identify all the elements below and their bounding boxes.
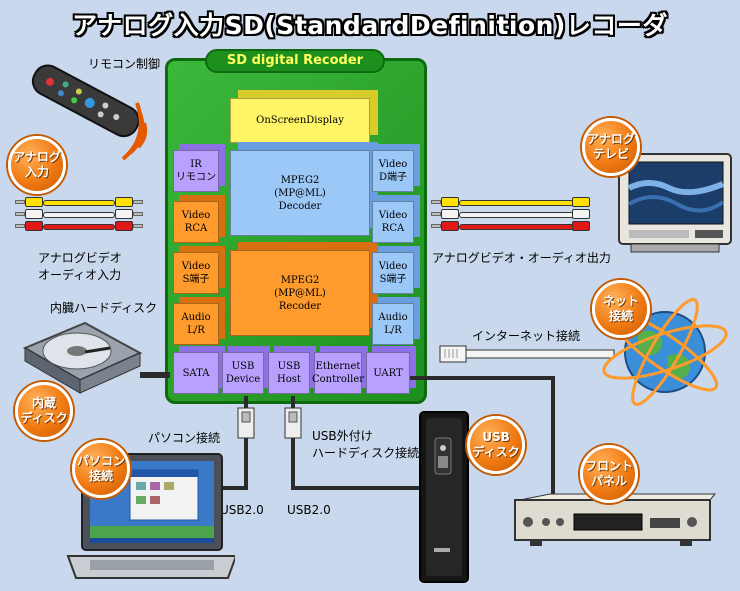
ir-remote-block: IR リモコン [173, 150, 219, 192]
analog-tv-icon [618, 153, 732, 253]
external-usb-disk-icon [419, 411, 469, 583]
usb-host-label: USB Host [277, 361, 301, 385]
hard-disk-icon [22, 321, 143, 394]
video-d-out-label: Video D端子 [378, 159, 408, 183]
usb-device-stub [244, 396, 248, 416]
video-d-out-block: Video D端子 [372, 150, 414, 192]
diagram-title: アナログ入力SD(StandardDefinition)レコーダ [72, 11, 668, 40]
video-rca-in-block: Video RCA [173, 201, 219, 243]
ir-remote-label: IR リモコン [176, 159, 216, 183]
sata-cable [140, 372, 170, 378]
usb-plugs-icon [237, 407, 302, 439]
ethernet-controller-label: Ethernet Controller [311, 361, 365, 385]
pc-connect-label: パソコン接続 [148, 431, 221, 445]
pc-connect-badge: パソコン 接続 [72, 440, 130, 498]
uart-block: UART [366, 352, 410, 394]
internal-disk-badge: 内蔵 ディスク [15, 382, 73, 440]
analog-input-cables [15, 197, 165, 238]
mpeg2-decoder-block: MPEG2 (MP@ML) Decoder [230, 150, 370, 236]
analog-av-out-label: アナログビデオ・オーディオ出力 [432, 251, 611, 265]
video-rca-out-block: Video RCA [372, 201, 414, 243]
usb20-label-b: USB2.0 [287, 503, 331, 517]
usb-device-block: USB Device [222, 352, 264, 394]
remote-label: リモコン制御 [88, 57, 161, 71]
video-s-out-block: Video S端子 [372, 252, 414, 294]
ethernet-controller-block: Ethernet Controller [311, 352, 365, 394]
usb-cables [220, 438, 425, 490]
audio-in-block: Audio L/R [173, 303, 219, 345]
osd-block: OnScreenDisplay [230, 98, 370, 143]
analog-av-in-label: アナログビデオ オーディオ入力 [38, 251, 122, 282]
remote-control-icon [31, 64, 148, 161]
audio-in-label: Audio L/R [181, 312, 211, 336]
analog-tv-badge: アナログ テレビ [582, 118, 640, 176]
video-s-in-block: Video S端子 [173, 252, 219, 294]
video-rca-in-label: Video RCA [181, 210, 211, 234]
ethernet-cable [439, 345, 615, 363]
net-connect-badge: ネット 接続 [592, 280, 650, 338]
audio-out-label: Audio L/R [378, 312, 408, 336]
internet-label: インターネット接続 [472, 329, 581, 343]
board-label: SD digital Recoder [205, 49, 385, 73]
usb-host-block: USB Host [268, 352, 310, 394]
osd-block-label: OnScreenDisplay [256, 115, 344, 126]
uart-cable [410, 376, 555, 500]
recoder-label: MPEG2 (MP@ML) Recoder [274, 274, 326, 312]
front-panel-badge: フロント パネル [580, 445, 638, 503]
usb-host-stub [291, 396, 295, 416]
usb-disk-badge: USB ディスク [467, 416, 525, 474]
front-panel-device-icon [514, 493, 717, 546]
analog-output-cables [427, 197, 592, 238]
decoder-label: MPEG2 (MP@ML) Decoder [274, 174, 326, 212]
uart-label: UART [373, 367, 403, 379]
video-s-in-label: Video S端子 [181, 261, 211, 285]
sata-label: SATA [182, 367, 210, 379]
video-s-out-label: Video S端子 [378, 261, 408, 285]
globe-icon [602, 298, 728, 406]
video-rca-out-label: Video RCA [378, 210, 408, 234]
audio-out-block: Audio L/R [372, 303, 414, 345]
internal-hdd-label: 内臓ハードディスク [50, 301, 158, 315]
analog-input-badge: アナログ 入力 [8, 136, 66, 194]
usb-device-label: USB Device [225, 361, 261, 385]
sata-block: SATA [173, 352, 219, 394]
usb-ext-label: USB外付け ハードディスク接続 [312, 429, 420, 460]
mpeg2-recoder-block: MPEG2 (MP@ML) Recoder [230, 250, 370, 336]
usb20-label-a: USB2.0 [220, 503, 264, 517]
